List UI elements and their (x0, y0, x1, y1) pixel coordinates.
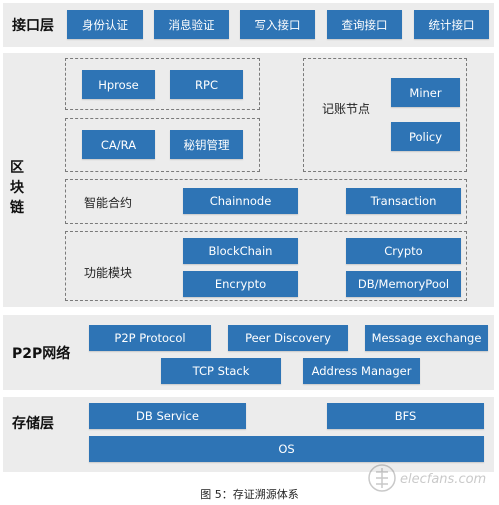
smart-contract-frame (65, 179, 467, 224)
key-management-box: 秘钥管理 (170, 130, 243, 159)
figure-caption: 图 5：存证溯源体系 (200, 488, 299, 501)
elecfans-watermark-logo: elecfans.com (368, 464, 486, 492)
peer-discovery-box: Peer Discovery (228, 325, 348, 351)
bfs-box: BFS (327, 403, 484, 429)
hprose-box: Hprose (82, 70, 155, 99)
protocol-group-frame (65, 58, 260, 110)
encrypto-box: Encrypto (183, 271, 298, 297)
p2p-protocol-box: P2P Protocol (89, 325, 211, 351)
blockchain-label-char-2: 块 (10, 180, 24, 196)
smart-contract-label: 智能合约 (84, 196, 133, 210)
stats-interface-box: 统计接口 (414, 10, 489, 39)
blockchain-layer-label: 区 块 链 (9, 158, 25, 218)
blockchain-box: BlockChain (183, 238, 298, 264)
os-box: OS (89, 436, 484, 462)
message-exchange-box: Message exchange (365, 325, 488, 351)
crypto-box: Crypto (346, 238, 461, 264)
address-manager-box: Address Manager (303, 358, 420, 384)
accounting-node-label: 记账节点 (322, 102, 371, 116)
storage-layer-label: 存储层 (12, 416, 54, 432)
miner-box: Miner (391, 78, 460, 107)
transaction-box: Transaction (346, 188, 461, 214)
write-interface-box: 写入接口 (240, 10, 315, 39)
p2p-layer-label: P2P网络 (12, 346, 71, 362)
interface-layer-label: 接口层 (12, 18, 54, 34)
query-interface-box: 查询接口 (327, 10, 402, 39)
watermark-text: elecfans.com (400, 472, 486, 487)
db-memorypool-box: DB/MemoryPool (346, 271, 461, 297)
accounting-node-frame (303, 58, 467, 172)
tcp-stack-box: TCP Stack (161, 358, 281, 384)
ca-ra-box: CA/RA (82, 130, 155, 159)
chainnode-box: Chainnode (183, 188, 298, 214)
function-module-label: 功能模块 (84, 266, 133, 280)
blockchain-label-char-1: 区 (10, 160, 24, 176)
policy-box: Policy (391, 122, 460, 151)
blockchain-label-char-3: 链 (10, 200, 24, 216)
identity-auth-box: 身份认证 (67, 10, 143, 39)
rpc-box: RPC (170, 70, 243, 99)
message-verify-box: 消息验证 (154, 10, 229, 39)
db-service-box: DB Service (89, 403, 246, 429)
security-group-frame (65, 118, 260, 172)
function-module-frame (65, 231, 467, 301)
